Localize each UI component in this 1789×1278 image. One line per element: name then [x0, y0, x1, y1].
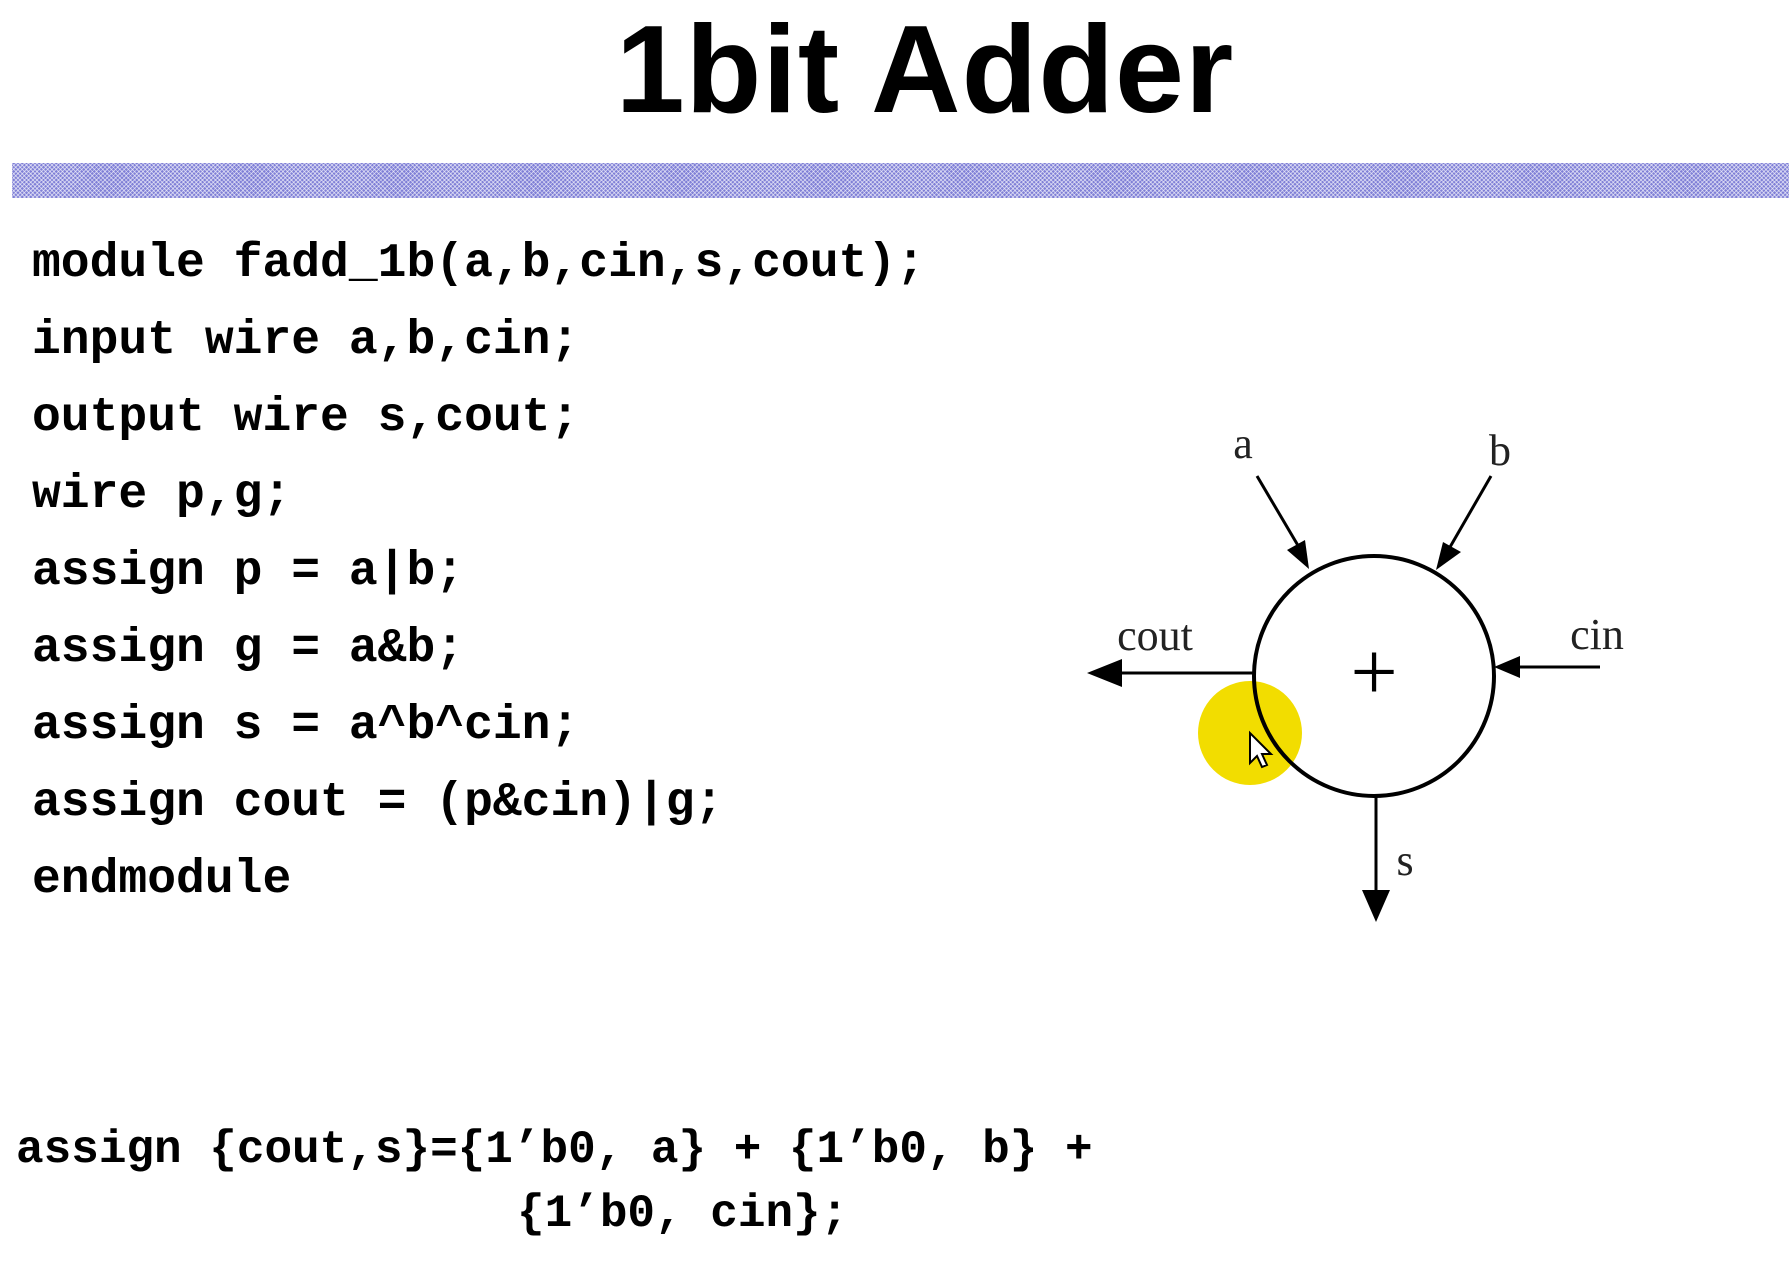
output-arrow-cout-head — [1087, 659, 1122, 687]
label-cin: cin — [1570, 610, 1624, 659]
title-divider — [12, 163, 1789, 198]
label-cout: cout — [1117, 611, 1193, 660]
mouse-pointer-icon — [1249, 730, 1274, 769]
code-line: output wire s,cout; — [32, 391, 580, 445]
input-arrow-b-head — [1436, 542, 1461, 570]
input-arrow-b — [1444, 475, 1493, 555]
verilog-module-code: module fadd_1b(a,b,cin,s,cout);input wir… — [32, 226, 925, 919]
code-line: assign p = a|b; — [32, 545, 465, 599]
output-arrow-s-head — [1362, 890, 1390, 922]
code-line: input wire a,b,cin; — [32, 314, 580, 368]
label-a: a — [1233, 419, 1253, 468]
code-line: assign s = a^b^cin; — [32, 699, 580, 753]
page-title: 1bit Adder — [615, 1, 1235, 139]
code-line: endmodule — [32, 853, 292, 907]
code-line: wire p,g; — [32, 468, 292, 522]
alt-assign-line-1: assign {cout,s}={1’b0, a} + {1’b0, b} + — [16, 1124, 1093, 1176]
alternative-assign-code: assign {cout,s}={1’b0, a} + {1’b0, b} + … — [16, 1118, 1093, 1246]
code-line: assign g = a&b; — [32, 622, 465, 676]
input-arrow-cin-head — [1494, 656, 1520, 678]
adder-circle — [1252, 554, 1496, 798]
input-arrow-a — [1255, 475, 1305, 555]
code-line: module fadd_1b(a,b,cin,s,cout); — [32, 237, 925, 291]
adder-operator: + — [1350, 626, 1397, 719]
alt-assign-line-2: {1’b0, cin}; — [517, 1188, 849, 1240]
label-s: s — [1396, 836, 1413, 885]
code-line: assign cout = (p&cin)|g; — [32, 776, 724, 830]
input-arrow-a-head — [1287, 540, 1309, 569]
label-b: b — [1489, 426, 1511, 475]
